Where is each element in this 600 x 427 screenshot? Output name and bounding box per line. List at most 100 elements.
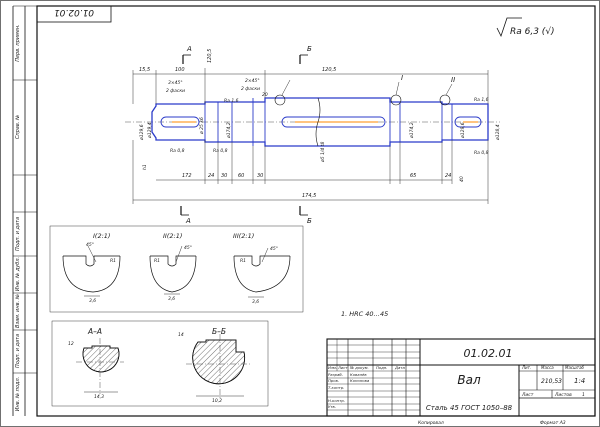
detail-3-r: R1 xyxy=(240,258,246,264)
dia-mid-2: ø174,2 xyxy=(409,122,415,139)
detail-view-3: III(2:1) 45° R1 3,6 xyxy=(233,232,291,305)
strip-podp1: Подп. и дата xyxy=(15,217,21,251)
tb-sheets-n: 1 xyxy=(582,392,585,398)
tb-row-doc: № докум. xyxy=(349,365,369,370)
tb-role-2: Т.контр. xyxy=(328,385,344,390)
dim-1745: 174,5 xyxy=(302,193,316,199)
detail-3-label: III(2:1) xyxy=(233,232,254,240)
detail-view-1: I(2:1) 45° R1 3,6 xyxy=(62,232,121,304)
roughness-mark: Ra 6,3 (√) xyxy=(496,17,555,38)
dim-24b: 24 xyxy=(445,173,451,179)
dim-30: 30 xyxy=(221,173,227,179)
title-block: 01.02.01 Вал Сталь 45 ГОСТ 1050–88 Лит. … xyxy=(326,338,596,426)
tb-bottom-right: Формат А3 xyxy=(540,420,566,426)
dia-right: ø129,6 xyxy=(460,122,466,139)
section-a: А–А 12 14,3 xyxy=(68,327,124,400)
keyway-mid xyxy=(281,116,386,128)
dim-172: 172 xyxy=(182,173,192,179)
detail-mark-2: II xyxy=(451,76,455,84)
dim-60: 60 xyxy=(238,173,244,179)
left-strip: Перв. примен. Справ. № Подп. и дата Инв.… xyxy=(12,5,37,416)
section-b-label: Б–Б xyxy=(212,327,226,336)
code-box xyxy=(36,5,112,23)
section-a-d: 12 xyxy=(68,341,74,347)
detail-1-r: R1 xyxy=(110,258,116,264)
dia-mid-1: ø174,2 xyxy=(226,122,232,139)
details-panel xyxy=(49,225,304,313)
dia-bottom: ø5 1/4 t8 xyxy=(320,142,326,163)
dia-r1: ø 25 k6 xyxy=(199,117,205,135)
dim-2faski-b: 2 фаски xyxy=(241,86,260,92)
strip-inv-dubl: Инв. № дубл. xyxy=(15,257,21,291)
keyway-left xyxy=(160,116,200,128)
detail-view-2: II(2:1) 45° R1 3,6 xyxy=(149,232,197,302)
inner-frame xyxy=(36,5,596,417)
strip-sprav: Справ. № xyxy=(15,115,21,139)
tb-designation: 01.02.01 xyxy=(464,347,513,360)
tb-lit-header: Лит. xyxy=(521,365,531,370)
keyway-right xyxy=(454,116,482,128)
dim-155: 15,5 xyxy=(139,67,150,73)
detail-3-w: 3,6 xyxy=(252,299,259,305)
dim-1205: 120,5 xyxy=(322,67,336,73)
detail-mark-1: I xyxy=(401,74,403,82)
section-mark-a-top: А xyxy=(186,45,192,53)
detail-2-w: 3,6 xyxy=(168,296,175,302)
section-b-d: 14 xyxy=(178,332,184,338)
sections-panel xyxy=(51,320,269,407)
tb-scale: 1:4 xyxy=(574,377,585,385)
strip-perv: Перв. примен. xyxy=(15,24,21,62)
section-mark-b-bottom: Б xyxy=(307,217,312,225)
section-mark-b-top: Б xyxy=(307,45,312,53)
tb-sheet: Лист xyxy=(521,392,534,398)
detail-3-angle: 45° xyxy=(270,246,278,252)
section-b: Б–Б 14 10,2 xyxy=(178,327,252,404)
dim-2x45: 2×45° xyxy=(245,78,260,84)
tb-row-data: Дата xyxy=(394,365,406,370)
note-h: h1 xyxy=(142,164,148,170)
tb-role-4: Н.контр. xyxy=(328,398,345,403)
tb-sheets: Листов xyxy=(554,392,572,398)
detail-1-angle: 45° xyxy=(86,242,94,248)
tb-scale-header: Масштаб xyxy=(565,365,585,370)
dim-3x45: 3×45° xyxy=(168,80,183,86)
tb-bottom-left: Копировал xyxy=(418,420,444,426)
dim-d1205-vert: 120,5 xyxy=(207,49,213,63)
detail-1-w: 3,6 xyxy=(89,298,96,304)
tb-row-podp: Подп. xyxy=(376,365,388,370)
detail-2-r: R1 xyxy=(154,258,160,264)
tb-row-list: Лист xyxy=(337,365,348,370)
dia-right-b: ø128,4 xyxy=(495,124,501,141)
dia-left: ø129,4 xyxy=(147,122,153,139)
strip-inv-podl: Инв. № подл. xyxy=(15,377,21,412)
tb-mass: 210,53 xyxy=(541,378,562,385)
dim-65: 65 xyxy=(410,173,416,179)
dim-30b: 30 xyxy=(257,173,263,179)
tb-role-0: Разраб. xyxy=(328,372,343,377)
detail-circle-1 xyxy=(274,94,286,106)
break-line xyxy=(315,97,321,147)
ra-16-a: Ra 1,6 xyxy=(224,98,239,104)
code-box-text: 01.02.01 xyxy=(54,7,94,17)
section-b-w: 10,2 xyxy=(212,398,222,404)
ra-08-c: Ra 0,8 xyxy=(474,150,489,156)
section-marks: А А Б Б xyxy=(180,45,312,225)
ra-08-b: Ra 0,8 xyxy=(170,148,185,154)
detail-circle-3 xyxy=(439,94,451,106)
note-text: 1. НRС 40…45 xyxy=(341,310,388,318)
detail-2-label: II(2:1) xyxy=(163,232,182,240)
main-view: I II А А Б Б 15,5 100 120,5 120,5 xyxy=(125,45,501,225)
tb-role-5: Утв. xyxy=(328,404,336,409)
detail-circle-2 xyxy=(390,94,402,106)
ra-16-b: Ra 1,6 xyxy=(474,97,489,103)
tb-role-1: Пров. xyxy=(328,378,339,383)
tb-name-1: Кононова xyxy=(350,378,370,383)
dim-24: 24 xyxy=(208,173,214,179)
roughness-text: Ra 6,3 (√) xyxy=(510,26,555,37)
section-a-w: 14,3 xyxy=(94,394,104,400)
section-mark-a-bottom: А xyxy=(185,217,191,225)
tb-mass-header: Масса xyxy=(541,365,554,370)
dim-100: 100 xyxy=(175,67,185,73)
note-j: 40 xyxy=(459,176,465,182)
